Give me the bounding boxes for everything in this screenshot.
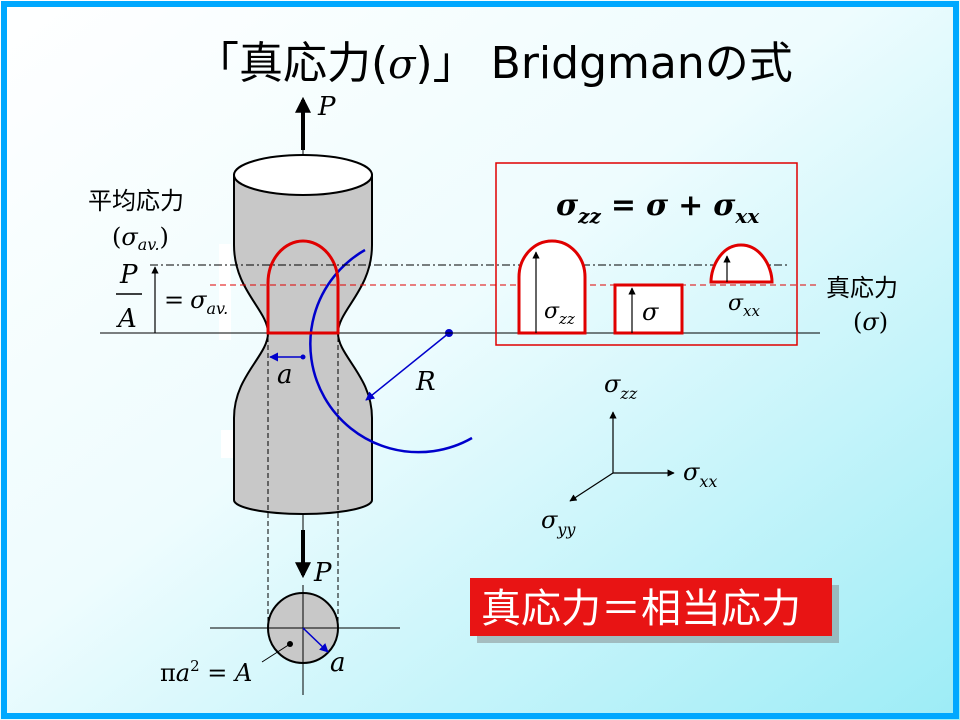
specimen-highlight-left-lower: [221, 430, 233, 458]
bridgman-box: [495, 162, 798, 346]
true-stress-profile: [266, 239, 340, 335]
load-label-bottom: P: [313, 558, 332, 588]
section-leader-line: [261, 643, 291, 663]
true-stress-heading: 真応力: [826, 274, 898, 302]
fraction-denominator: A: [116, 304, 137, 334]
true-stress-symbol: (σ): [853, 308, 888, 336]
axis-yy-label: σyy: [541, 506, 576, 539]
fraction-numerator: P: [119, 260, 138, 290]
avg-stress-heading: 平均応力: [88, 187, 184, 215]
radius-a-label: a: [277, 360, 293, 390]
section-radius-arrow: [302, 627, 329, 653]
radius-R-arrow: [365, 332, 450, 401]
radius-a-dot: [300, 354, 306, 360]
axis-xx-label: σxx: [683, 458, 717, 491]
specimen-top-face: [233, 154, 373, 196]
axis-yy: [569, 472, 614, 502]
axis-zz-label: σzz: [604, 370, 638, 403]
sigma-shape-label: σ: [642, 298, 659, 326]
page-title: 「真応力(σ)」 Bridgmanの式: [195, 38, 793, 89]
avg-stress-equation: =σav.: [164, 286, 228, 318]
banner-box: [470, 578, 832, 636]
sigma-xx-profile: [709, 243, 774, 284]
area-equation: πa2 = A: [160, 657, 252, 687]
radius-R-label: R: [415, 367, 436, 397]
section-radius-label: a: [330, 648, 346, 678]
bridgman-formula: σzz=σ+σxx: [556, 188, 760, 228]
avg-stress-symbol: (σav.): [112, 223, 169, 254]
load-label-top: P: [317, 92, 336, 122]
neck-curvature-arc: [309, 248, 473, 454]
sigma-profile: [613, 283, 684, 335]
sigma-xx-shape-label: σxx: [728, 291, 760, 320]
banner-text: 真応力＝相当応力: [481, 586, 801, 632]
specimen-highlight-left: [219, 244, 231, 340]
sigma-zz-shape-label: σzz: [544, 299, 575, 328]
